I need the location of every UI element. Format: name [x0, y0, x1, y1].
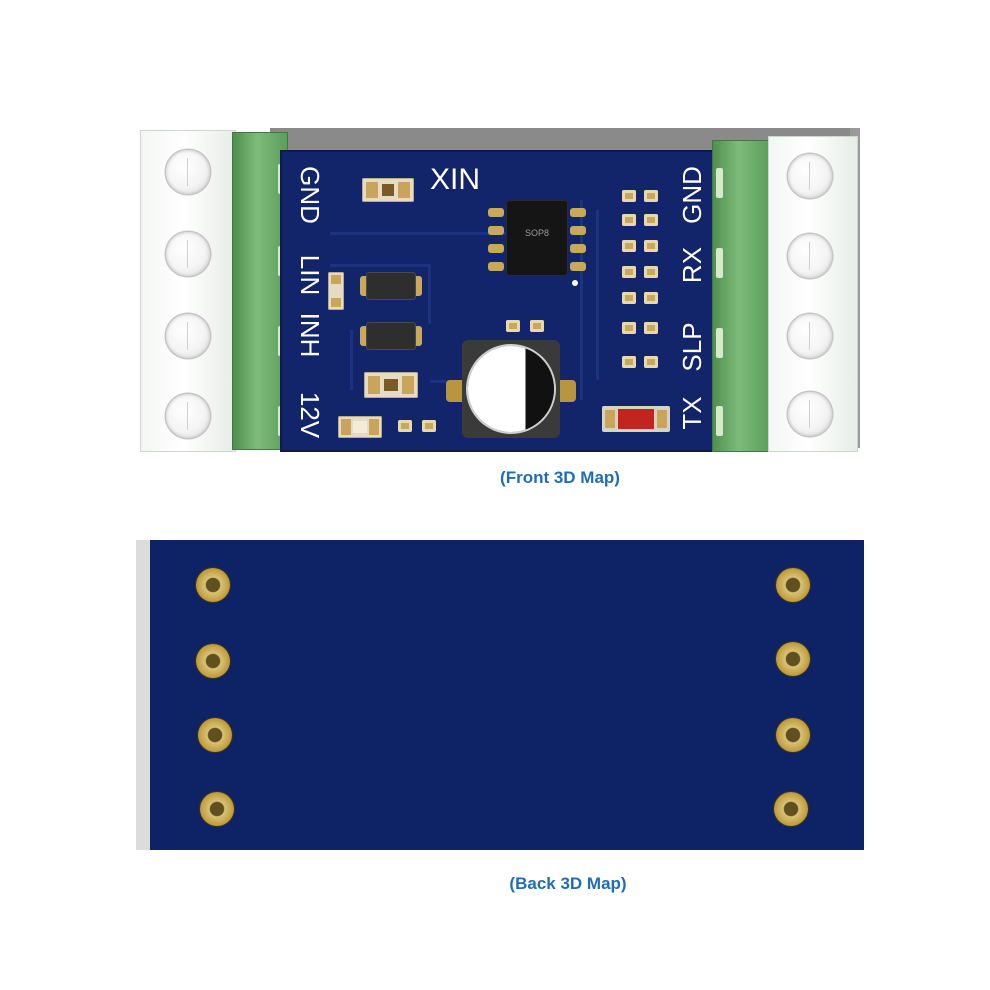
screw-icon [788, 154, 832, 198]
ic-chip [506, 200, 568, 276]
pin-label-tx-wrap: TX [672, 378, 712, 448]
through-hole [200, 792, 234, 826]
screw-icon [788, 234, 832, 278]
front-3d-view: GND LIN INH 12V XIN SOP8 [140, 128, 860, 487]
left-terminal-housing [140, 130, 236, 452]
through-hole [774, 792, 808, 826]
pin-label-12v: 12V [295, 391, 325, 439]
diode [366, 272, 416, 300]
through-hole [198, 718, 232, 752]
pcb-back [136, 540, 864, 850]
screw-icon [166, 232, 210, 276]
pad [506, 320, 520, 332]
screw-icon [166, 150, 210, 194]
through-hole [196, 644, 230, 678]
right-terminal-housing [768, 136, 858, 452]
trace [596, 210, 599, 380]
terminal-slot [716, 168, 723, 198]
pin-label-gnd-left: GND [295, 166, 325, 224]
terminal-slot [716, 328, 723, 358]
pin-label-rx-wrap: RX [672, 230, 712, 300]
trace [428, 264, 431, 324]
pin-label-inh-wrap: INH [290, 300, 330, 370]
pad [530, 320, 544, 332]
pad [422, 420, 436, 432]
pin-label-slp: SLP [677, 322, 707, 372]
resistor [338, 416, 382, 438]
pcb-back-edge [136, 540, 150, 850]
through-hole [776, 718, 810, 752]
pin-label-rx: RX [677, 246, 707, 284]
terminal-slot [716, 248, 723, 278]
pin-label-slp-wrap: SLP [672, 312, 712, 382]
resistor [364, 372, 418, 398]
pin-label-12v-wrap: 12V [290, 380, 330, 450]
resistor [328, 272, 344, 310]
led [602, 406, 670, 432]
chip-marking: SOP8 [524, 228, 549, 238]
pin-label-inh: INH [295, 312, 325, 358]
trace [330, 232, 510, 235]
trace [580, 200, 583, 400]
capacitor-top [468, 346, 554, 432]
back-caption: (Back 3D Map) [509, 874, 627, 893]
through-hole [196, 568, 230, 602]
screw-icon [166, 394, 210, 438]
trace [350, 330, 353, 390]
resistor [362, 178, 414, 202]
pin-label-gnd-right: GND [677, 166, 707, 224]
pad [398, 420, 412, 432]
terminal-slot [716, 406, 723, 436]
board-label: XIN [430, 163, 481, 196]
through-hole [776, 642, 810, 676]
right-terminal-block [712, 140, 770, 452]
front-caption: (Front 3D Map) [500, 468, 620, 487]
screw-icon [166, 314, 210, 358]
screw-icon [788, 392, 832, 436]
trace [330, 264, 430, 267]
chip-pin1-dot [572, 280, 578, 286]
pin-label-gnd-left-wrap: GND [290, 160, 330, 230]
pin-label-gnd-right-wrap: GND [672, 160, 712, 230]
through-hole [776, 568, 810, 602]
screw-icon [788, 314, 832, 358]
diode [366, 322, 416, 350]
pin-label-tx: TX [677, 396, 707, 430]
